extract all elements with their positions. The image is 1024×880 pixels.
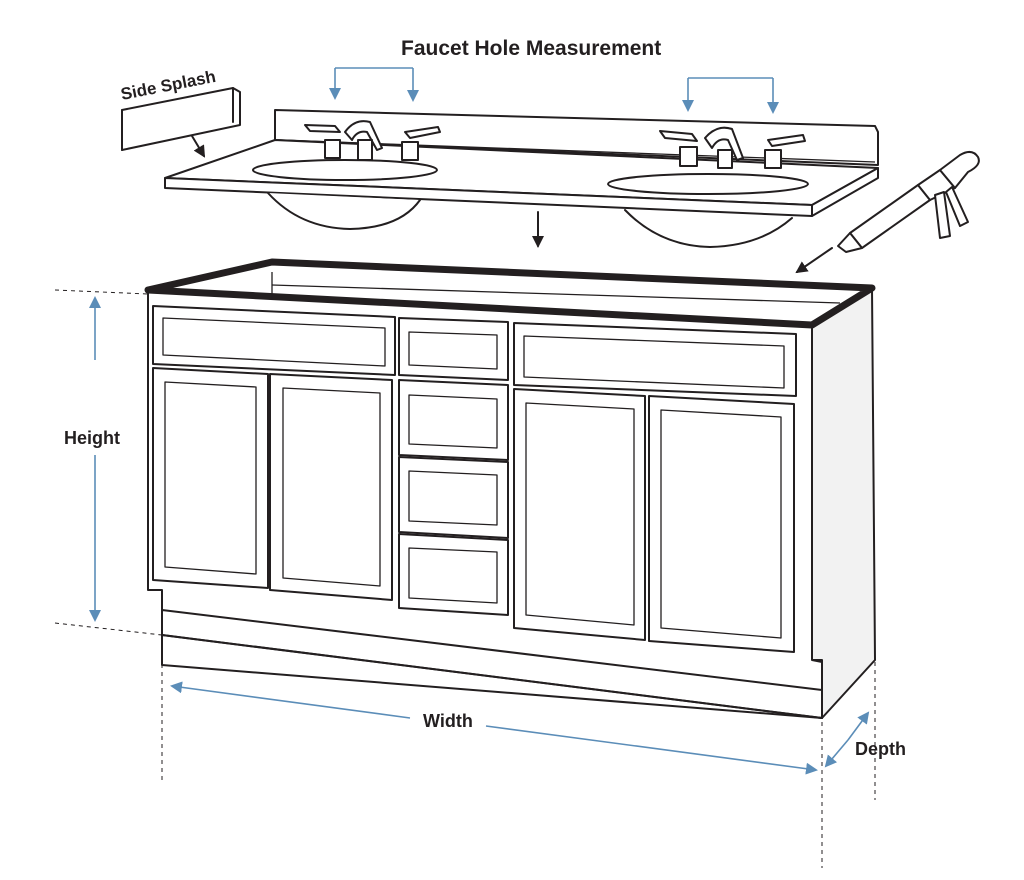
left-door-2 (269, 373, 393, 601)
right-false-drawer (513, 322, 797, 397)
center-drawer-3 (398, 456, 509, 539)
left-door-1 (152, 367, 269, 589)
right-door-1 (513, 388, 646, 641)
faucet-hole-dimension-right (682, 77, 779, 114)
vanity-cabinet (144, 258, 876, 719)
faucet-hole-measurement-label: Faucet Hole Measurement (401, 37, 661, 60)
cabinet-side-panel (811, 287, 876, 719)
side-splash-piece (121, 87, 241, 158)
right-sink-bowl (624, 209, 793, 248)
left-sink-opening (252, 159, 438, 181)
center-drawer-4 (398, 533, 509, 616)
depth-label: Depth (855, 739, 906, 759)
width-label: Width (423, 711, 473, 731)
width-dimension (161, 640, 823, 868)
right-faucet-set (659, 126, 806, 169)
height-dimension (54, 289, 163, 636)
cabinet-top-rim (144, 258, 876, 329)
left-sink-bowl (267, 192, 421, 230)
countertop (164, 109, 879, 248)
center-drawer-1 (398, 317, 509, 381)
right-door-2 (648, 395, 795, 653)
depth-dimension (824, 662, 876, 800)
faucet-hole-dimension-left (329, 67, 419, 102)
caulk-gun-icon (795, 151, 980, 274)
right-sink-opening (607, 173, 809, 195)
height-label: Height (64, 428, 120, 448)
left-faucet-set (304, 120, 441, 161)
center-drawer-2 (398, 379, 509, 461)
